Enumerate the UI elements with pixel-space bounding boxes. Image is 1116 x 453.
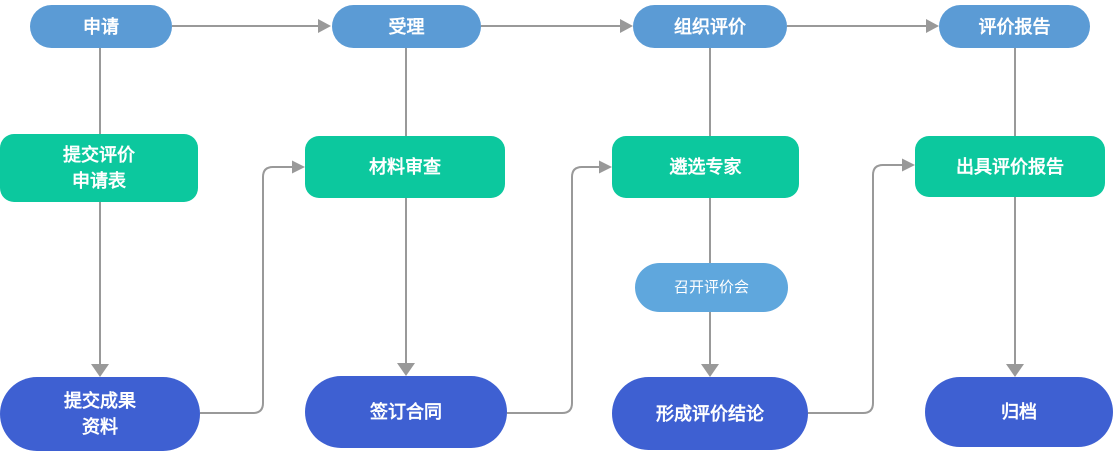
connector-sign-contract-to-select-experts <box>507 166 599 414</box>
node-submit-evaluation-application: 提交评价 申请表 <box>0 134 198 202</box>
node-evaluation-report: 评价报告 <box>939 5 1090 48</box>
node-submit-achievement-materials: 提交成果 资料 <box>0 377 200 451</box>
arrowhead-right-icon <box>318 19 331 33</box>
arrowhead-down-icon <box>1006 364 1024 377</box>
connector-submit-materials-to-material-review <box>200 166 292 414</box>
node-organize-evaluation: 组织评价 <box>633 5 787 48</box>
node-sign-contract: 签订合同 <box>305 376 507 448</box>
node-issue-evaluation-report: 出具评价报告 <box>915 136 1105 197</box>
node-form-evaluation-conclusion: 形成评价结论 <box>612 377 808 450</box>
node-select-experts: 遴选专家 <box>612 136 799 198</box>
arrowhead-right-icon <box>599 160 612 174</box>
node-material-review: 材料审查 <box>305 136 505 198</box>
arrowhead-down-icon <box>91 364 109 377</box>
arrowhead-right-icon <box>620 19 633 33</box>
node-hold-evaluation-meeting: 召开评价会 <box>635 263 788 312</box>
arrowhead-down-icon <box>701 364 719 377</box>
arrowhead-right-icon <box>926 19 939 33</box>
connector-conclusion-to-issue-report <box>808 164 902 414</box>
arrowhead-down-icon <box>397 363 415 376</box>
node-apply: 申请 <box>30 5 172 48</box>
arrowhead-right-icon <box>292 160 305 174</box>
node-accept: 受理 <box>332 5 481 48</box>
node-archive: 归档 <box>925 377 1113 447</box>
arrowhead-right-icon <box>902 158 915 172</box>
